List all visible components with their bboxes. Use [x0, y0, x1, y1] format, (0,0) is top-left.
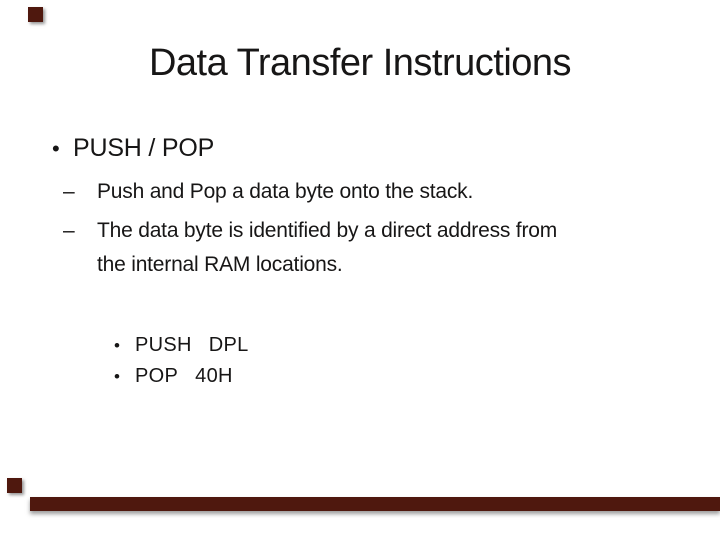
example-item-pop-40h: • POP 40H	[114, 365, 233, 388]
sub-bullet-line: Push and Pop a data byte onto the stack.	[97, 180, 474, 203]
sub-bullet-direct-address: – The data byte is identified by a direc…	[63, 214, 557, 282]
slide-title: Data Transfer Instructions	[148, 42, 572, 84]
instruction-mnemonic: PUSH	[135, 334, 192, 356]
dash-marker: –	[63, 180, 75, 203]
instruction-mnemonic: POP	[135, 365, 179, 387]
decor-square-bottom-left	[7, 478, 22, 493]
bullet-marker: •	[114, 367, 121, 386]
sub-bullet-line: The data byte is identified by a direct …	[97, 219, 558, 242]
instruction-operand: 40H	[195, 365, 233, 387]
example-item-push-dpl: • PUSH DPL	[114, 334, 249, 357]
bullet-item-push-pop: • PUSH / POP	[52, 134, 214, 163]
bullet-marker: •	[52, 136, 60, 161]
sub-bullet-text: Push and Pop a data byte onto the stack.	[97, 175, 473, 209]
bullet-text: PUSH / POP	[73, 134, 215, 162]
dash-marker: –	[63, 219, 75, 242]
instruction-operand: DPL	[208, 334, 249, 356]
sub-bullet-push-pop-description: – Push and Pop a data byte onto the stac…	[63, 175, 473, 209]
bullet-marker: •	[114, 336, 121, 355]
decor-bottom-bar	[30, 497, 720, 511]
sub-bullet-line: the internal RAM locations.	[97, 253, 343, 276]
decor-square-top-left	[28, 7, 43, 22]
sub-bullet-text: The data byte is identified by a direct …	[97, 214, 557, 282]
